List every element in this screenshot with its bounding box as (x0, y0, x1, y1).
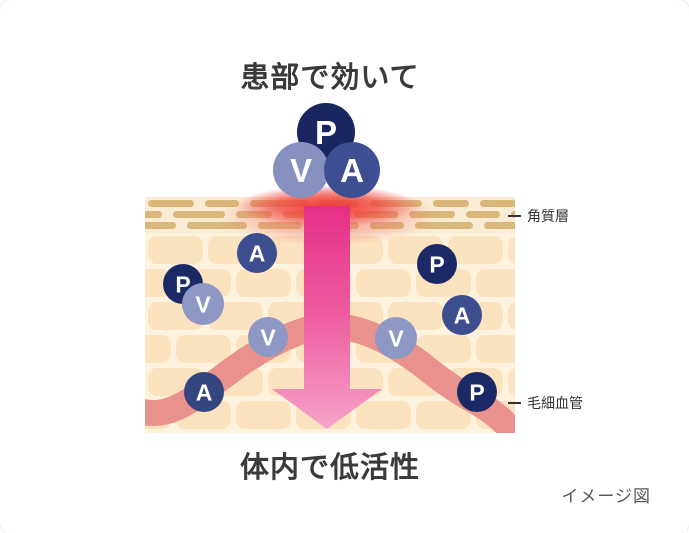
molecule-v: V (248, 317, 288, 357)
molecule-letter: A (196, 379, 213, 405)
molecule-letter: P (315, 114, 337, 151)
capillary-label-group: 毛細血管 (508, 395, 583, 411)
molecule-v: V (375, 317, 417, 359)
title-bottom: 体内で低活性 (239, 452, 420, 484)
molecule-letter: A (340, 152, 364, 189)
molecule-a: A (324, 142, 380, 198)
molecule-a: A (184, 372, 224, 412)
molecule-p: P (417, 244, 457, 284)
molecule-letter: A (454, 302, 471, 328)
molecule-a: A (442, 295, 482, 335)
molecule-a: A (237, 233, 277, 273)
molecule-letter: P (469, 379, 484, 405)
molecule-letter: V (260, 324, 276, 350)
penetration-arrow (272, 206, 382, 429)
molecule-v: V (182, 283, 224, 325)
corneum-label: 角質層 (527, 208, 569, 224)
molecule-v: V (273, 142, 329, 198)
corneum-label-group: 角質層 (508, 208, 569, 224)
molecule-letter: V (290, 152, 312, 189)
molecule-letter: A (249, 240, 266, 266)
molecule-letter: V (388, 325, 404, 351)
capillary-label: 毛細血管 (527, 395, 583, 411)
molecule-letter: P (429, 251, 444, 277)
image-caption: イメージ図 (561, 487, 651, 506)
molecule-p: P (457, 372, 497, 412)
molecule-letter: V (195, 291, 211, 317)
title-top: 患部で効いて (240, 62, 420, 94)
